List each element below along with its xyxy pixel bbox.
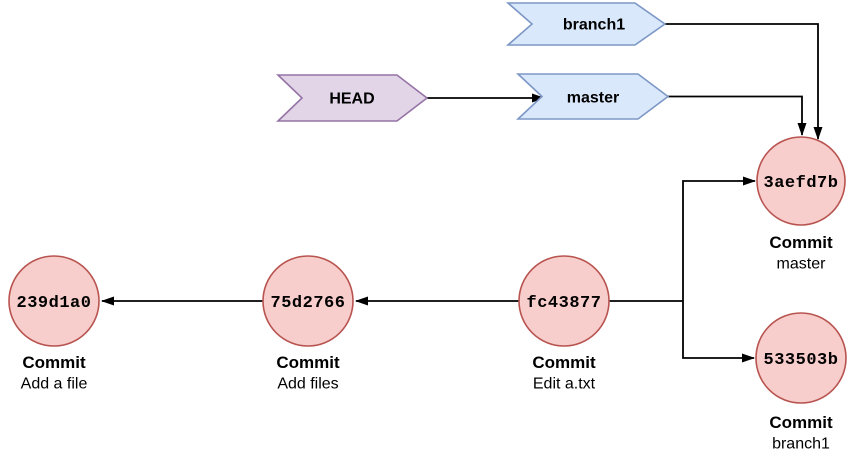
- commit-node-3aefd7b: 3aefd7b Commit master: [756, 136, 846, 273]
- edge-branch1-to-commit-3aefd7b: [665, 23, 823, 140]
- commit-node-533503b: 533503b Commit branch1: [755, 312, 847, 453]
- branch1-banner-label: branch1: [563, 17, 625, 34]
- commit-node-239d1a0: 239d1a0 Commit Add a file: [8, 255, 100, 393]
- commit-node-75d2766: 75d2766 Commit Add files: [262, 255, 354, 393]
- commit-title-533503b: Commit: [769, 413, 833, 432]
- commit-subtitle-fc43877: Edit a.txt: [533, 376, 596, 393]
- branch-banner-branch1: branch1: [505, 2, 667, 46]
- commit-hash-75d2766: 75d2766: [271, 294, 346, 313]
- commit-title-3aefd7b: Commit: [769, 233, 833, 252]
- master-banner-shape: [515, 73, 670, 120]
- edge-junction-to-commit-533503b: [682, 301, 755, 363]
- branch1-banner-shape: [505, 2, 667, 46]
- branch-banner-master: master: [515, 73, 670, 120]
- commit-circle-fc43877: [518, 255, 610, 347]
- master-banner-label: master: [567, 90, 619, 107]
- commit-title-fc43877: Commit: [532, 353, 596, 372]
- commit-hash-533503b: 533503b: [764, 351, 839, 370]
- commit-hash-fc43877: fc43877: [527, 294, 602, 313]
- commit-subtitle-239d1a0: Add a file: [21, 376, 88, 393]
- commit-node-fc43877: fc43877 Commit Edit a.txt: [518, 255, 610, 393]
- commit-hash-3aefd7b: 3aefd7b: [764, 174, 839, 193]
- head-banner-label: HEAD: [329, 91, 374, 108]
- head-banner-shape: [276, 74, 429, 122]
- edge-master-to-commit-3aefd7b: [668, 95, 807, 136]
- commit-subtitle-533503b: branch1: [772, 436, 830, 453]
- head-banner: HEAD: [276, 74, 429, 122]
- commit-subtitle-3aefd7b: master: [777, 256, 827, 273]
- commit-subtitle-75d2766: Add files: [277, 376, 338, 393]
- commit-circle-533503b: [755, 312, 847, 404]
- commit-circle-239d1a0: [8, 255, 100, 347]
- edge-junction-to-commit-3aefd7b: [682, 176, 756, 301]
- commit-circle-75d2766: [262, 255, 354, 347]
- commit-title-239d1a0: Commit: [22, 353, 86, 372]
- commit-circle-3aefd7b: [756, 136, 846, 226]
- commit-title-75d2766: Commit: [276, 353, 340, 372]
- commit-hash-239d1a0: 239d1a0: [17, 294, 92, 313]
